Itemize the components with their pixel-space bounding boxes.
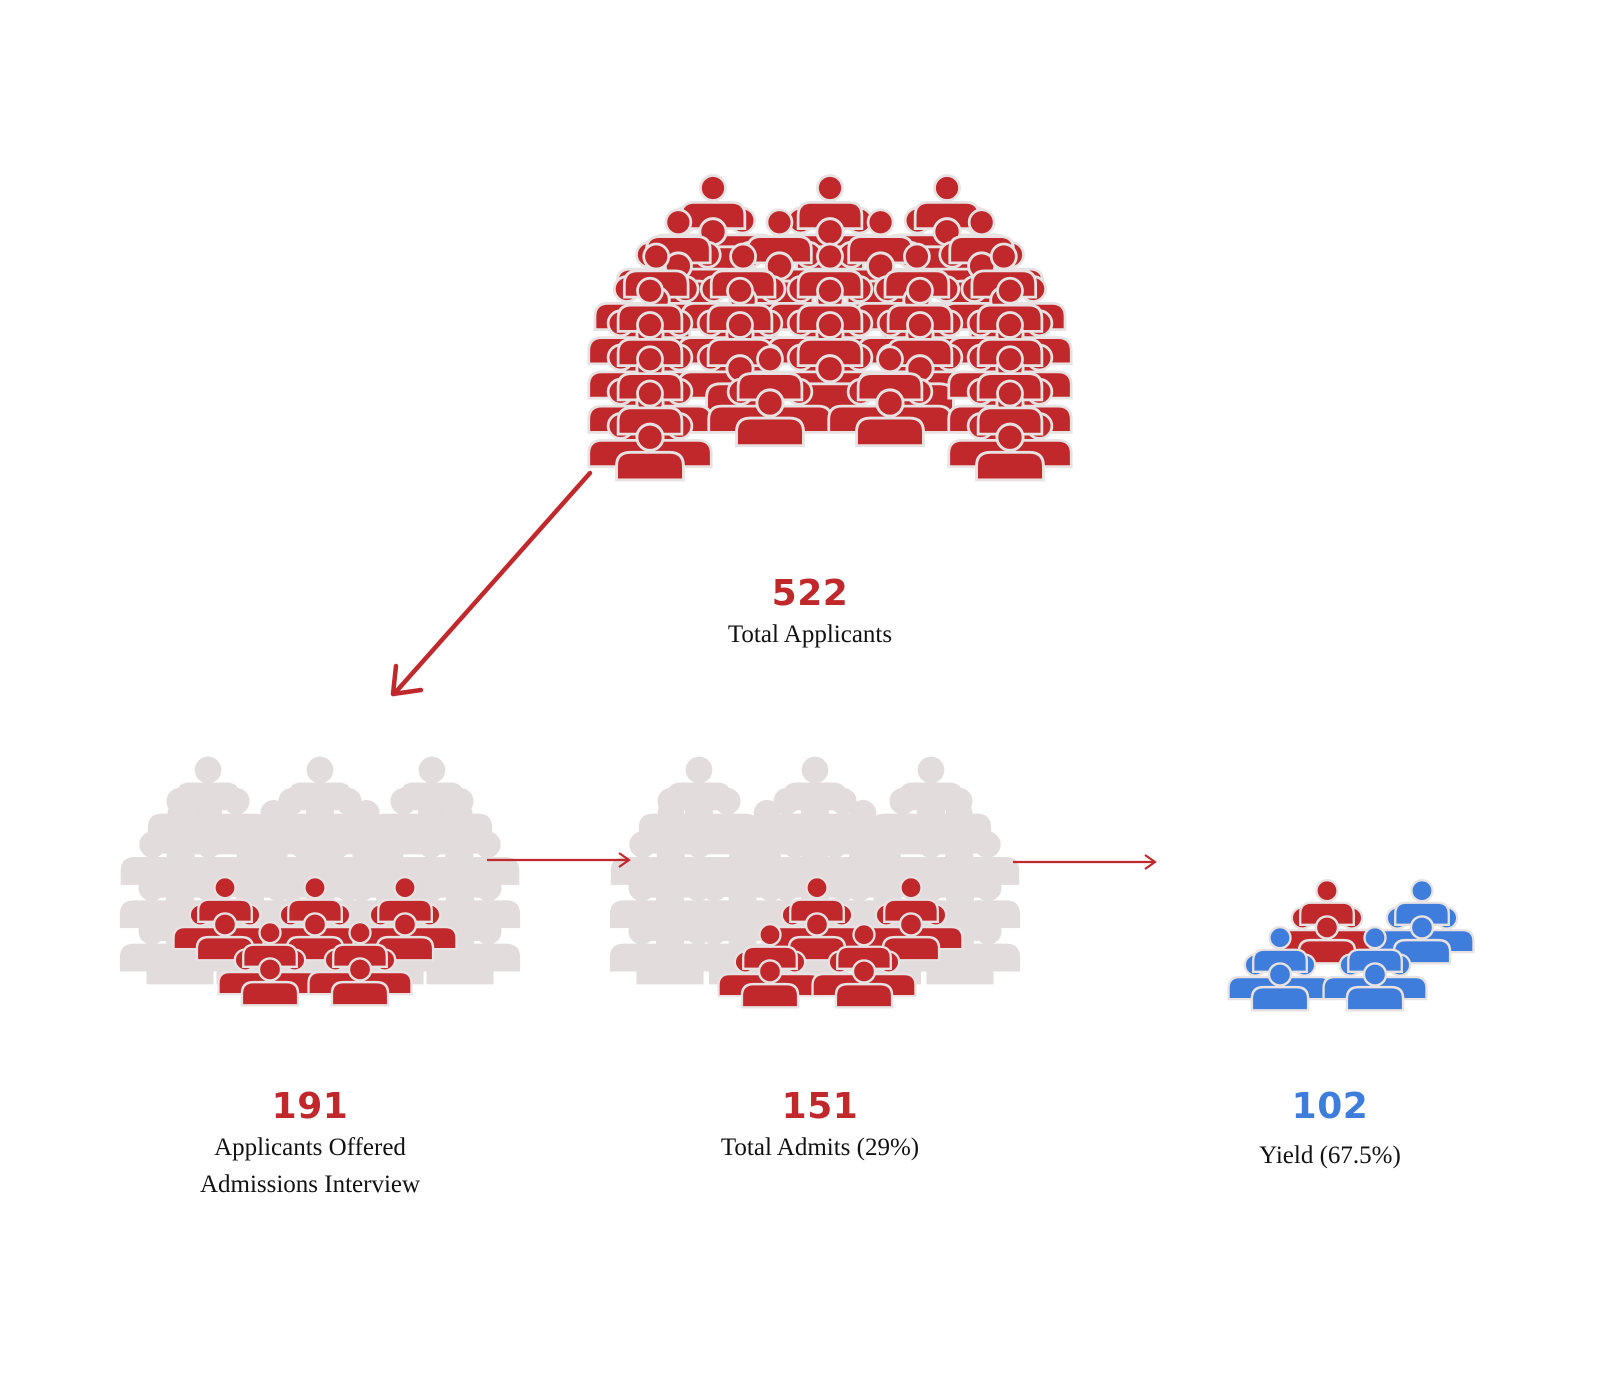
person-icon <box>709 242 777 299</box>
person-icon <box>740 959 800 1009</box>
person-icon <box>1250 962 1310 1012</box>
person-icon <box>1347 926 1403 973</box>
stat-value: 102 <box>1291 1086 1369 1127</box>
person-icon <box>746 208 813 265</box>
person-icon <box>736 345 804 402</box>
interview-crowd-highlight <box>172 876 458 1007</box>
person-icon <box>148 800 213 854</box>
person-icon <box>638 843 702 897</box>
person-icon <box>242 921 298 968</box>
person-icon <box>913 174 981 230</box>
person-icon <box>330 957 390 1007</box>
stat-value: 191 <box>271 1086 349 1127</box>
stat-interview-offers: 191 Applicants Offered Admissions Interv… <box>160 1085 460 1203</box>
person-icon <box>927 800 992 854</box>
person-icon <box>679 174 747 230</box>
stat-value: 522 <box>771 573 849 614</box>
person-icon <box>1297 915 1357 965</box>
stat-value: 151 <box>781 1086 859 1127</box>
person-icon <box>667 756 731 811</box>
person-icon <box>197 876 253 923</box>
stat-label-line-2: Admissions Interview <box>199 1171 421 1198</box>
person-icon <box>1252 926 1308 973</box>
person-icon <box>735 388 805 448</box>
person-icon <box>976 276 1044 333</box>
person-icon <box>836 923 892 970</box>
stat-total-applicants: 522 Total Applicants <box>660 572 960 653</box>
person-icon <box>427 800 492 854</box>
person-icon <box>148 843 212 897</box>
person-icon <box>789 876 845 923</box>
arrow-admits-to-yield-head <box>1144 854 1157 870</box>
person-icon <box>706 311 774 367</box>
stat-yield: 102 Yield (67.5%) <box>1180 1085 1480 1174</box>
person-icon <box>795 354 865 413</box>
person-icon <box>176 756 240 811</box>
person-icon <box>886 276 954 333</box>
person-icon <box>834 959 894 1009</box>
person-icon <box>855 388 925 448</box>
person-icon <box>332 921 388 968</box>
admits-crowd <box>609 756 1021 1009</box>
person-icon <box>976 379 1044 436</box>
person-icon <box>735 800 799 854</box>
person-icon <box>400 756 464 811</box>
person-icon <box>847 208 914 265</box>
stat-label: Total Admits (29%) <box>720 1134 920 1161</box>
applicants-crowd <box>587 174 1073 482</box>
yield-crowd <box>1227 879 1475 1012</box>
stat-label-line-1: Applicants Offered <box>214 1134 406 1161</box>
person-icon <box>240 957 300 1007</box>
person-icon <box>334 800 399 854</box>
person-icon <box>428 843 492 897</box>
person-icon <box>615 422 685 482</box>
person-icon <box>1345 962 1405 1012</box>
arrow-applicants-to-interview <box>391 470 593 697</box>
person-icon <box>796 276 864 333</box>
arrow-applicants-to-interview-head <box>390 663 424 697</box>
person-icon <box>638 800 703 854</box>
person-icon <box>975 422 1045 482</box>
stat-total-admits: 151 Total Admits (29%) <box>670 1085 970 1166</box>
person-icon <box>899 756 963 811</box>
interview-crowd <box>119 756 521 1007</box>
person-icon <box>831 800 895 854</box>
person-icon <box>288 756 352 811</box>
person-icon <box>287 876 343 923</box>
person-icon <box>856 345 924 402</box>
admits-crowd-highlight <box>717 876 964 1009</box>
person-icon <box>241 800 306 854</box>
stat-label: Total Applicants <box>727 621 893 648</box>
person-icon <box>742 923 798 970</box>
person-icon <box>710 843 775 897</box>
person-icon <box>796 174 864 230</box>
person-icon <box>710 886 775 941</box>
person-icon <box>783 756 847 811</box>
arrow-interview-to-admits-head <box>618 852 631 868</box>
stat-label: Yield (67.5%) <box>1259 1142 1401 1169</box>
person-icon <box>1394 879 1450 926</box>
person-icon <box>377 876 433 923</box>
person-icon <box>616 379 684 436</box>
person-icon <box>883 876 939 923</box>
person-icon <box>638 886 702 941</box>
person-icon <box>796 311 864 367</box>
person-icon <box>1299 879 1355 926</box>
person-icon <box>928 843 992 897</box>
